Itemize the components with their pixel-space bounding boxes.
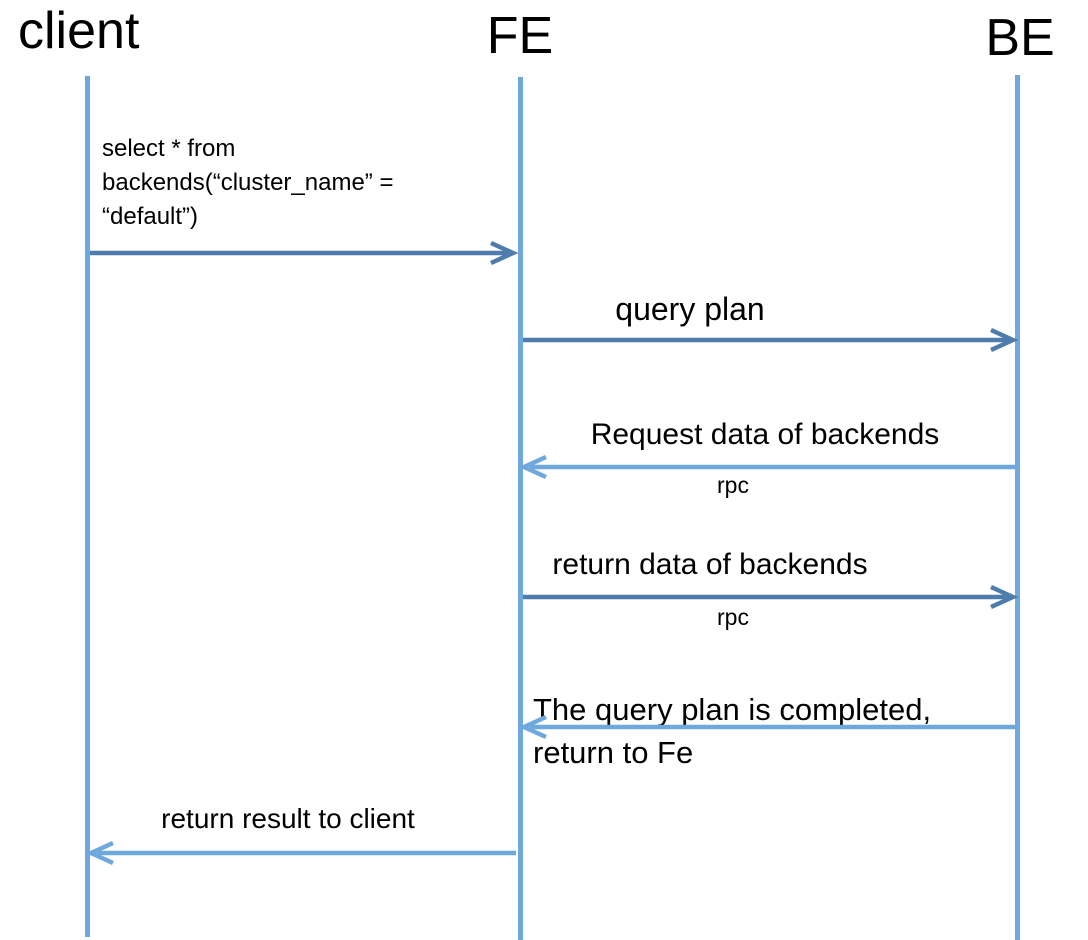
message-3-arrow-left-icon <box>518 454 1015 480</box>
actor-label-be: BE <box>985 9 1055 67</box>
arrowhead-left-icon <box>85 840 114 866</box>
message-4-label: return data of backends <box>552 548 868 581</box>
message-1-label: select * from backends(“cluster_name” = … <box>102 135 394 230</box>
actor-label-client: client <box>18 2 140 60</box>
message-6-label: return result to client <box>161 803 415 834</box>
lifeline-client <box>85 76 90 937</box>
lifeline-be <box>1015 75 1020 940</box>
message-4-arrow-right-icon <box>523 584 1019 610</box>
message-3-label: Request data of backends <box>590 418 940 451</box>
arrowhead-left-icon <box>518 454 547 480</box>
arrowhead-right-icon <box>490 240 519 266</box>
lifeline-fe <box>518 77 523 940</box>
message-2-label: query plan <box>615 291 765 327</box>
arrowhead-right-icon <box>990 327 1019 353</box>
arrowhead-left-icon <box>518 714 547 740</box>
message-5-arrow-left-icon <box>518 714 1015 740</box>
message-1-arrow-right-icon <box>90 240 519 266</box>
message-6-arrow-left-icon <box>85 840 516 866</box>
message-3-sublabel: rpc <box>717 472 749 498</box>
message-4-sublabel: rpc <box>717 604 749 630</box>
actor-label-fe: FE <box>486 7 554 65</box>
arrowhead-right-icon <box>990 584 1019 610</box>
message-2-arrow-right-icon <box>523 327 1019 353</box>
message-5-label: The query plan is completed, return to F… <box>533 692 932 770</box>
